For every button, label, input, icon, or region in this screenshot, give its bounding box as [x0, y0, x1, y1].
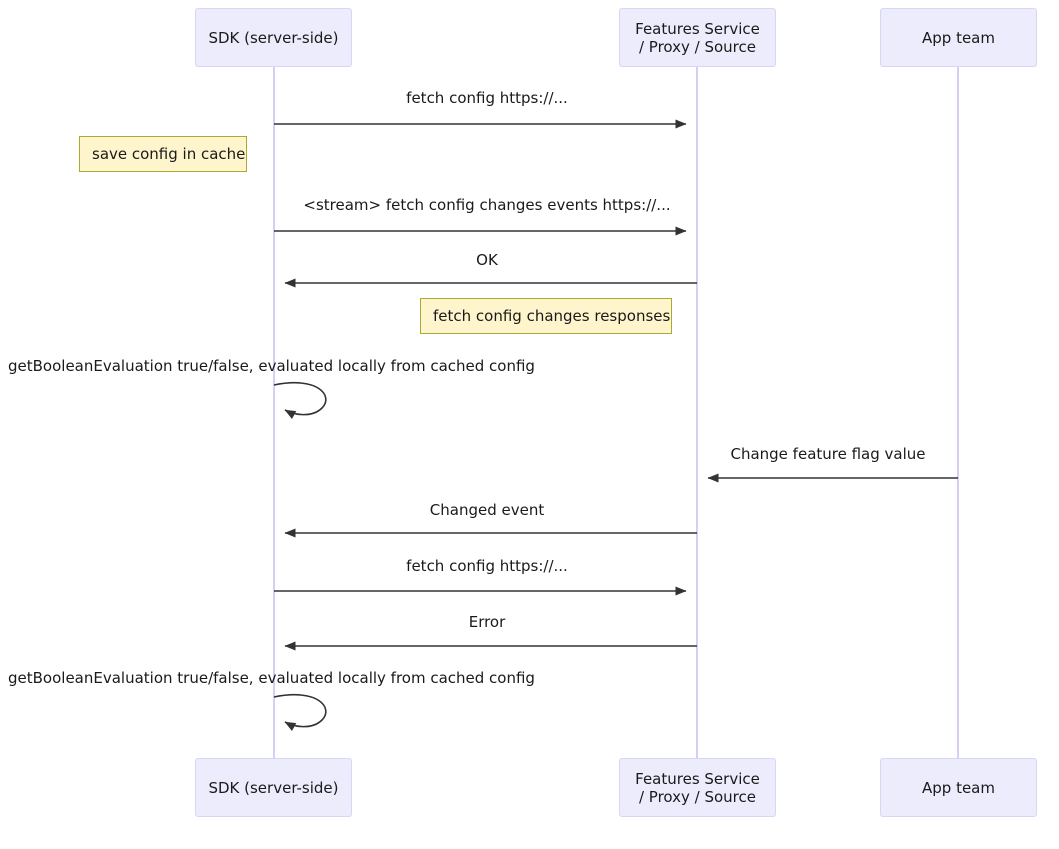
- participant-box-sdk-top[interactable]: SDK (server-side): [195, 8, 352, 67]
- message-label-getbooleanevaluation-1: getBooleanEvaluation true/false, evaluat…: [8, 357, 535, 375]
- participant-box-features-bottom[interactable]: Features Service / Proxy / Source: [619, 758, 776, 817]
- note-fetch-config-changes-responses: fetch config changes responses: [420, 298, 672, 334]
- message-label-fetch-config-2: fetch config https://...: [406, 557, 568, 575]
- message-label-getbooleanevaluation-2: getBooleanEvaluation true/false, evaluat…: [8, 669, 535, 687]
- participant-box-app-bottom[interactable]: App team: [880, 758, 1037, 817]
- message-label-error: Error: [468, 613, 506, 631]
- message-label-change-feature-flag-value: Change feature flag value: [730, 445, 926, 463]
- message-label-stream-fetch-config-changes: <stream> fetch config changes events htt…: [303, 196, 671, 214]
- participant-box-features-top[interactable]: Features Service / Proxy / Source: [619, 8, 776, 67]
- message-arrows: [273, 119, 958, 732]
- message-label-ok: OK: [476, 251, 498, 269]
- arrow-m4-selfloop: [273, 381, 327, 420]
- arrow-m9-selfloop: [273, 693, 327, 732]
- message-label-changed-event: Changed event: [429, 501, 545, 519]
- message-label-fetch-config-1: fetch config https://...: [406, 89, 568, 107]
- lifelines: [273, 67, 959, 758]
- note-save-config-in-cache: save config in cache: [79, 136, 247, 172]
- participant-box-app-top[interactable]: App team: [880, 8, 1037, 67]
- participant-box-sdk-bottom[interactable]: SDK (server-side): [195, 758, 352, 817]
